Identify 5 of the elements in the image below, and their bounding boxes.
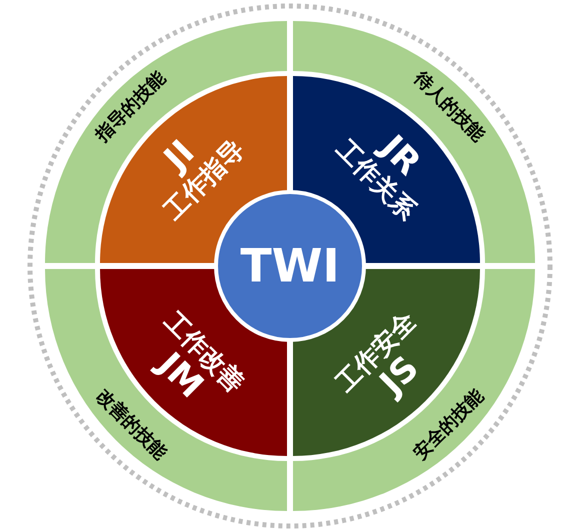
segment-label: 指导的技能 (92, 68, 170, 146)
segment-label: 安全的技能 (410, 386, 488, 464)
segment-label: 待人的技能 (410, 68, 488, 146)
segment-label: 改善的技能 (92, 386, 170, 464)
center-label: TWI (240, 240, 340, 292)
